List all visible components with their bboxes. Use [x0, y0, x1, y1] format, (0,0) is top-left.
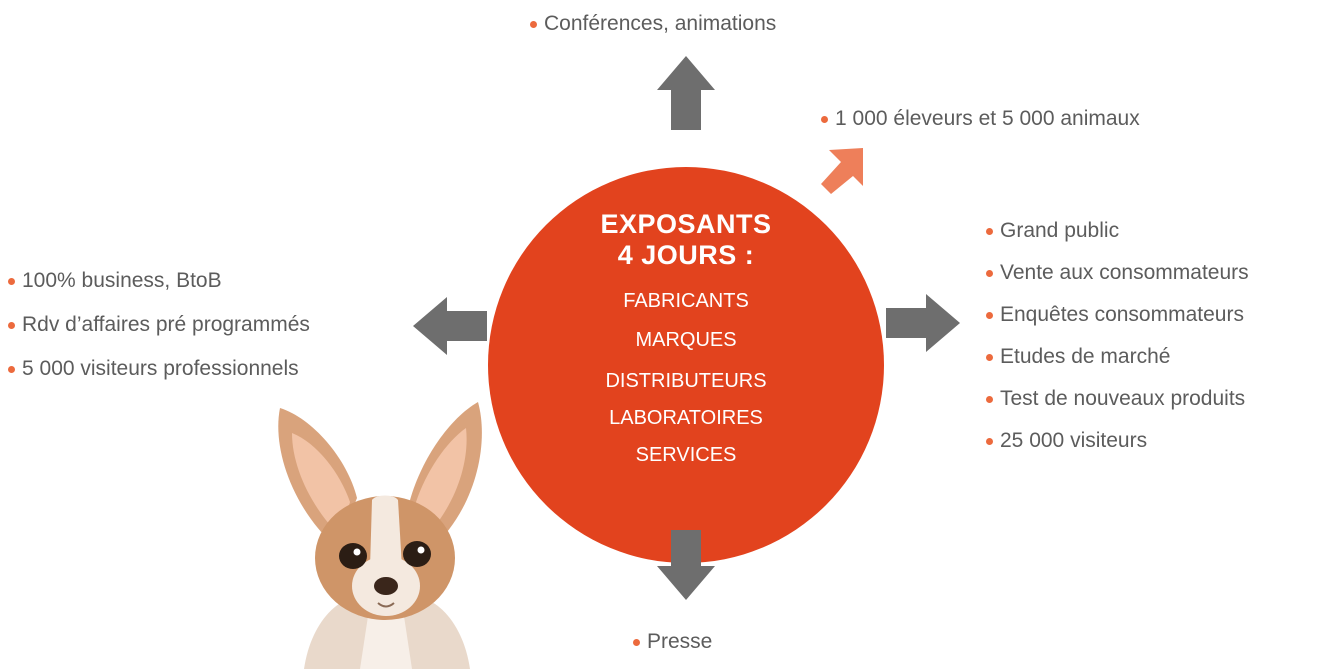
right-list: Grand public Vente aux consommateurs Enq… — [984, 220, 1249, 452]
arrow-down-icon — [657, 530, 715, 600]
bullet-dot-icon — [8, 322, 15, 329]
list-item: Test de nouveaux produits — [984, 388, 1249, 410]
list-item: Etudes de marché — [984, 346, 1249, 368]
bullet-dot-icon — [986, 228, 993, 235]
item-text: Presse — [647, 630, 713, 653]
item-text: 100% business, BtoB — [22, 269, 222, 292]
circle-heading-line: EXPOSANTS — [600, 209, 772, 239]
item-text: Test de nouveaux produits — [1000, 387, 1246, 410]
bullet-dot-icon — [821, 116, 828, 123]
item-text: 5 000 visiteurs professionnels — [22, 357, 299, 380]
list-item: Vente aux consommateurs — [984, 262, 1249, 284]
bullet-dot-icon — [8, 278, 15, 285]
list-item: 100% business, BtoB — [6, 270, 310, 292]
circle-line: MARQUES — [635, 329, 737, 351]
exposants-circle: EXPOSANTS 4 JOURS : FABRICANTS MARQUES D… — [488, 167, 884, 563]
list-item: Rdv d’affaires pré programmés — [6, 314, 310, 336]
item-text: 1 000 éleveurs et 5 000 animaux — [835, 107, 1140, 130]
bullet-dot-icon — [633, 639, 640, 646]
bullet-dot-icon — [8, 366, 15, 373]
item-text: Enquêtes consommateurs — [1000, 303, 1244, 326]
top-right-list: 1 000 éleveurs et 5 000 animaux — [819, 108, 1140, 130]
bullet-dot-icon — [986, 396, 993, 403]
item-text: Vente aux consommateurs — [1000, 261, 1249, 284]
item-text: Conférences, animations — [544, 12, 777, 35]
bullet-dot-icon — [986, 312, 993, 319]
item-text: Etudes de marché — [1000, 345, 1171, 368]
list-item: 25 000 visiteurs — [984, 430, 1249, 452]
list-item: Grand public — [984, 220, 1249, 242]
bullet-dot-icon — [530, 21, 537, 28]
arrow-right-icon — [886, 294, 960, 352]
list-item: Enquêtes consommateurs — [984, 304, 1249, 326]
top-list: Conférences, animations — [528, 13, 776, 35]
circle-line: DISTRIBUTEURS — [605, 370, 767, 392]
item-text: Rdv d’affaires pré programmés — [22, 313, 310, 336]
circle-line: FABRICANTS — [623, 290, 749, 312]
bottom-list: Presse — [631, 631, 712, 653]
list-item: 1 000 éleveurs et 5 000 animaux — [819, 108, 1140, 130]
bullet-dot-icon — [986, 354, 993, 361]
bullet-dot-icon — [986, 438, 993, 445]
list-item: Conférences, animations — [528, 13, 776, 35]
circle-line: LABORATOIRES — [609, 407, 763, 429]
arrow-left-icon — [413, 297, 487, 355]
circle-heading-line: 4 JOURS : — [617, 240, 755, 270]
list-item: Presse — [631, 631, 712, 653]
circle-line: SERVICES — [635, 444, 737, 466]
left-list: 100% business, BtoB Rdv d’affaires pré p… — [6, 270, 310, 380]
bullet-dot-icon — [986, 270, 993, 277]
list-item: 5 000 visiteurs professionnels — [6, 358, 310, 380]
item-text: Grand public — [1000, 219, 1120, 242]
item-text: 25 000 visiteurs — [1000, 429, 1148, 452]
arrow-up-right-icon — [819, 148, 865, 194]
chihuahua-photo — [252, 398, 502, 669]
arrow-up-icon — [657, 56, 715, 130]
